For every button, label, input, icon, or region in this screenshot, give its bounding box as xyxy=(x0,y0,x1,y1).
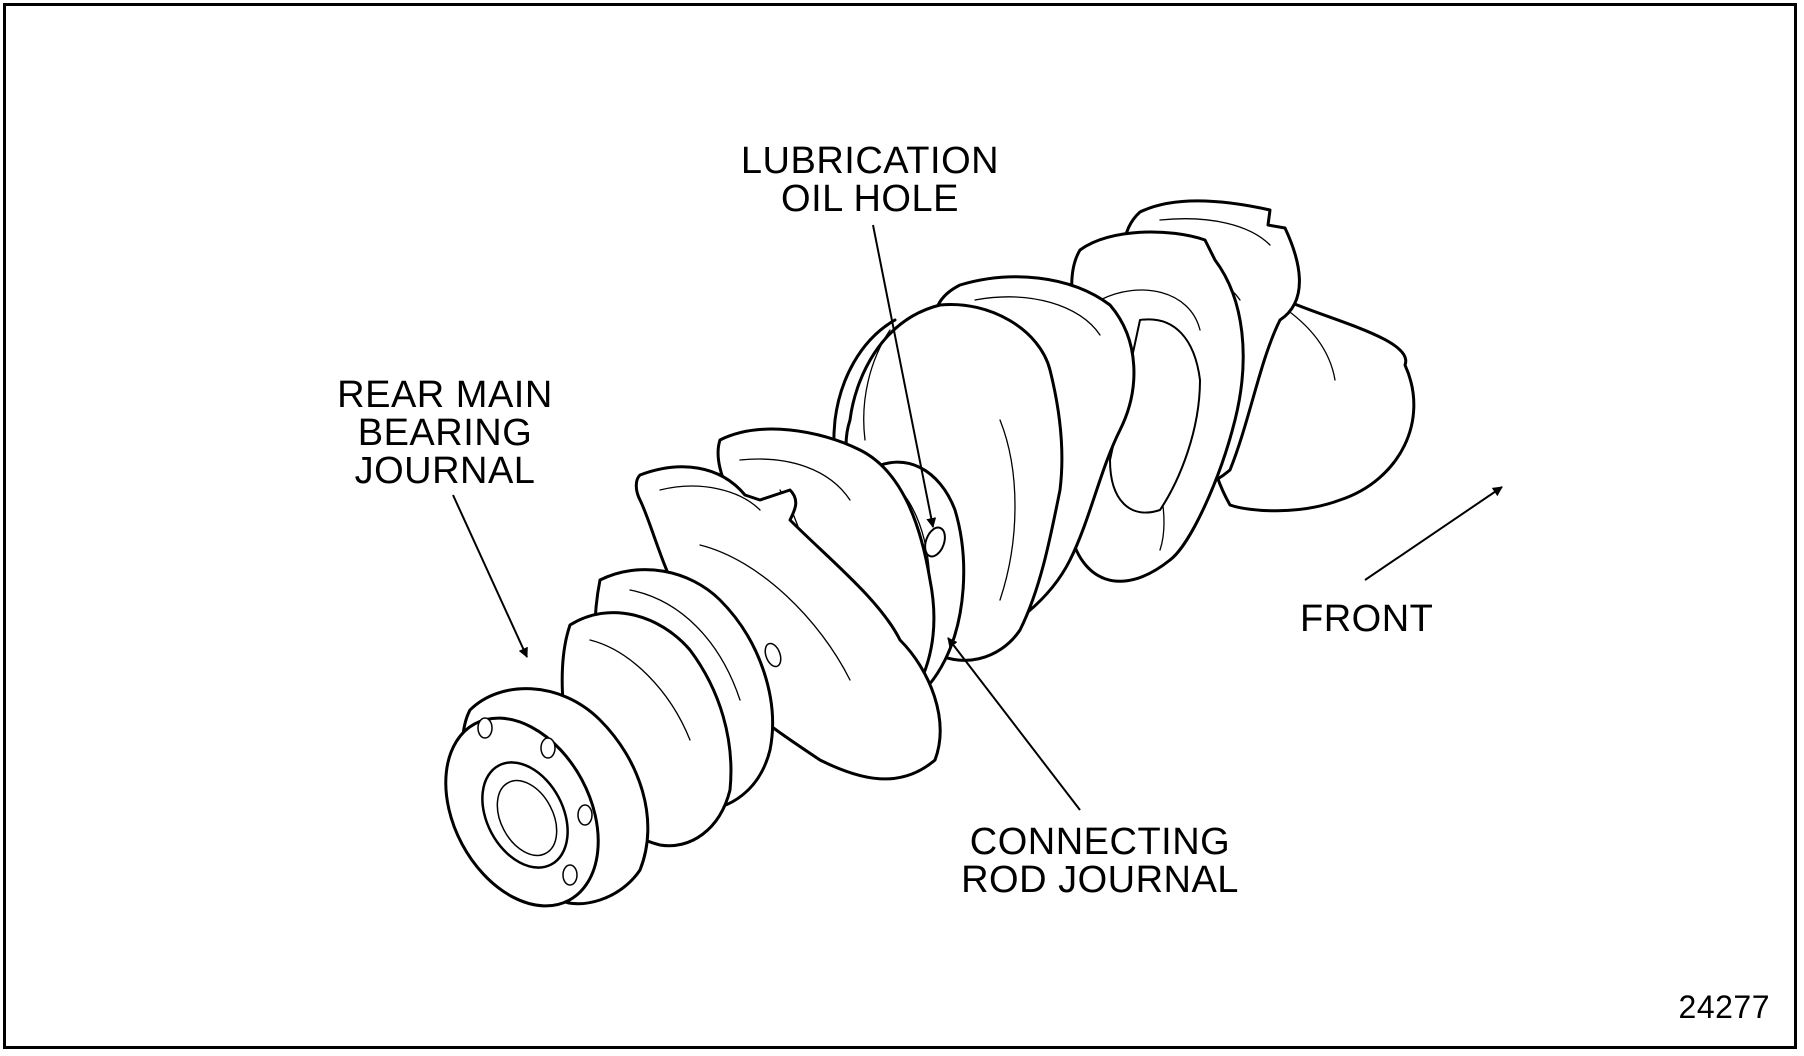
conn-rod-leader xyxy=(947,637,1081,811)
label-line: LUBRICATION xyxy=(740,140,1000,182)
label-rear-main-bearing-journal: REAR MAIN BEARING JOURNAL xyxy=(300,376,590,490)
label-lubrication-oil-hole: LUBRICATION OIL HOLE xyxy=(700,142,1040,218)
journal-oil-hole xyxy=(764,642,782,668)
flange-bolt-hole-2 xyxy=(540,737,556,759)
front-direction-arrow xyxy=(1364,486,1503,581)
lube-hole-leader xyxy=(872,224,937,528)
label-line: JOURNAL xyxy=(354,450,536,492)
label-line: OIL HOLE xyxy=(781,178,959,220)
label-line: ROD JOURNAL xyxy=(961,859,1239,901)
label-line: REAR MAIN xyxy=(337,374,553,416)
flange-bolt-hole-3 xyxy=(577,804,593,826)
label-front: FRONT xyxy=(1300,598,1434,640)
flange-bolt-hole-4 xyxy=(562,864,578,886)
label-line: BEARING xyxy=(357,412,533,454)
lubrication-oil-hole-mark xyxy=(924,526,946,558)
label-connecting-rod-journal: CONNECTING ROD JOURNAL xyxy=(930,823,1270,899)
rear-journal-leader xyxy=(452,494,528,658)
label-line: CONNECTING xyxy=(969,821,1231,863)
rear-pilot-bore-inner xyxy=(496,779,558,857)
flange-bolt-hole-1 xyxy=(477,717,493,739)
figure-number: 24277 xyxy=(1678,989,1770,1025)
